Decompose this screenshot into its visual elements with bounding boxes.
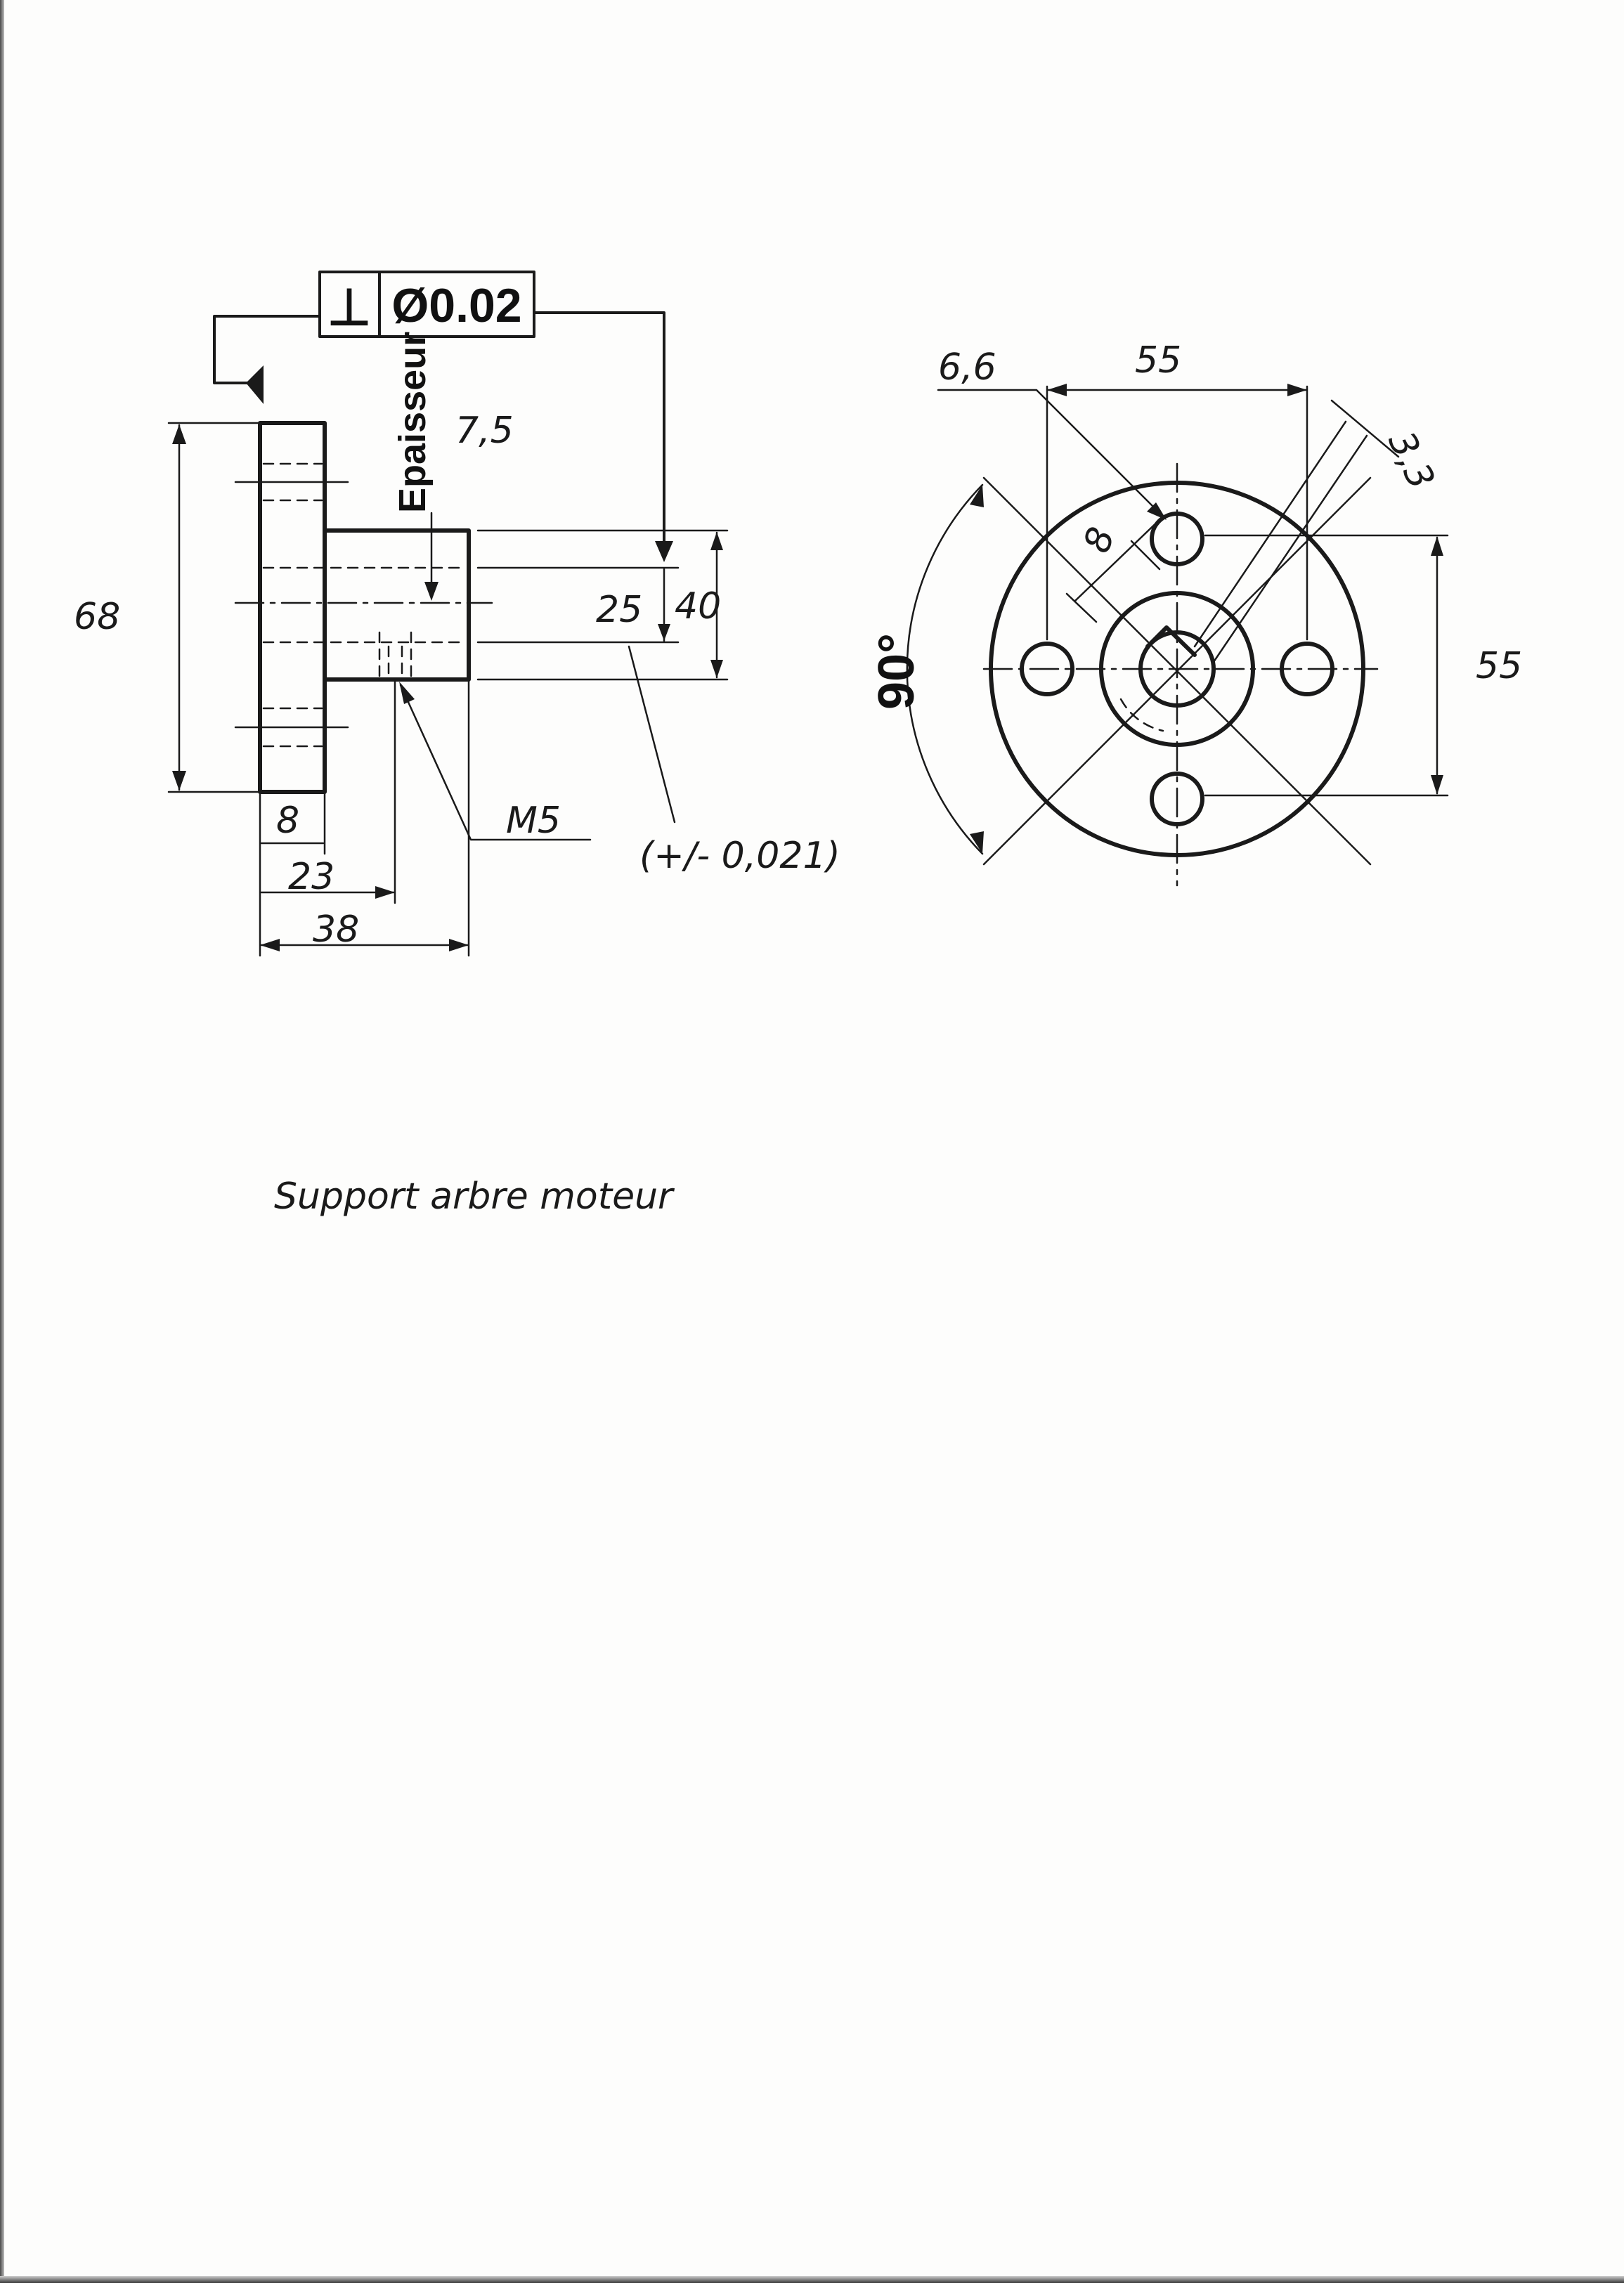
thread-leader xyxy=(399,684,592,841)
angle-arrow xyxy=(970,485,984,507)
dimension-arrow xyxy=(1047,384,1067,396)
dim-hole-diameter: 6,6 xyxy=(938,346,996,389)
dim-flange-height: 68 xyxy=(74,596,120,638)
hub-outline xyxy=(323,528,471,682)
dim-angle: 90° xyxy=(869,633,925,710)
dim-total-length: 38 xyxy=(313,909,359,951)
tolerance-frame: ⊥ Ø0.02 xyxy=(213,271,673,562)
side-view: ⊥ Ø0.02 Epaisseur 7, xyxy=(74,271,840,957)
tolerance-frame-box xyxy=(318,271,535,338)
caption: Support arbre moteur xyxy=(274,1176,675,1218)
center-line xyxy=(982,476,1372,866)
dimension-arrow xyxy=(710,532,723,550)
datum-leader xyxy=(213,315,321,384)
dim-vertical-spacing: 55 xyxy=(1476,645,1522,687)
hidden-arc xyxy=(1119,698,1164,732)
dimension-arrow xyxy=(1431,775,1443,795)
perpendicularity-symbol: ⊥ xyxy=(327,280,372,336)
thickness-arrow xyxy=(424,582,439,601)
dimension-arrow xyxy=(658,624,670,641)
hole-leader xyxy=(937,389,1164,518)
dim-flange-width: 8 xyxy=(276,800,299,842)
dim-bore: 25 xyxy=(596,589,642,631)
bore-tolerance: (+/- 0,021) xyxy=(639,835,840,877)
dimension-arrow xyxy=(1287,384,1307,396)
flange-outline xyxy=(258,421,327,794)
extension-line xyxy=(1065,592,1098,623)
keyway xyxy=(1145,625,1197,657)
dim-keyway-width: 3,3 xyxy=(1379,425,1442,495)
thickness-label: Epaisseur xyxy=(391,332,434,513)
dimension-line xyxy=(1074,515,1164,602)
dimension-line xyxy=(1330,399,1400,458)
extension-line xyxy=(1211,434,1368,665)
thickness-value: 7,5 xyxy=(455,410,514,452)
datum-triangle xyxy=(246,365,264,404)
dim-horizontal-spacing: 55 xyxy=(1135,339,1181,382)
angle-arrow xyxy=(970,831,984,854)
feature-leader-arrow xyxy=(655,541,673,562)
angle-arc xyxy=(906,483,984,855)
dimension-arrow xyxy=(172,771,186,791)
dimension-arrow xyxy=(449,939,469,951)
dim-thread-position: 23 xyxy=(288,856,334,898)
tolerance-value: Ø0.02 xyxy=(391,279,521,332)
extension-line xyxy=(1130,540,1161,571)
dim-keyway-depth: 8 xyxy=(1076,522,1124,559)
hole-leader-arrow xyxy=(1147,502,1167,520)
dim-hub-diameter: 40 xyxy=(675,585,721,627)
bore-tolerance-leader xyxy=(628,645,676,824)
dimension-arrow xyxy=(1431,536,1443,556)
thread-label: M5 xyxy=(506,800,561,842)
thread-leader-arrow xyxy=(399,682,415,704)
dimension-arrow xyxy=(260,939,280,951)
dimension-arrow xyxy=(172,424,186,444)
feature-leader xyxy=(533,311,665,557)
extension-line xyxy=(1193,420,1347,648)
front-view: 55 55 6,6 3,3 8 90° xyxy=(869,339,1522,887)
dimension-arrow xyxy=(710,660,723,678)
dimension-arrow xyxy=(375,886,395,899)
